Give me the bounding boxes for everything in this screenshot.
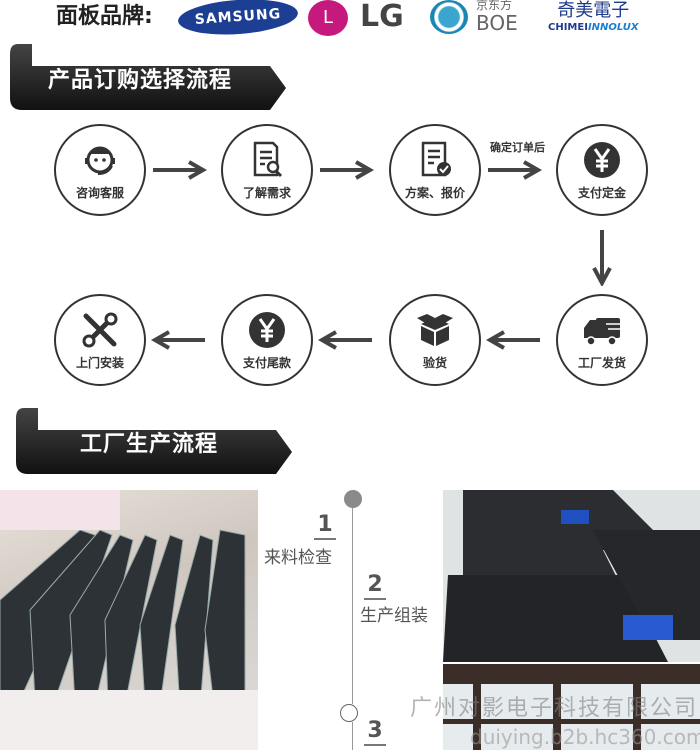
samsung-logo: SAMSUNG: [176, 0, 300, 39]
assembly-photo: [443, 490, 700, 662]
box-icon: [417, 314, 453, 346]
order-step: 支付尾款: [221, 294, 313, 386]
document-search-icon: [253, 141, 283, 178]
order-step-label: 方案、报价: [404, 186, 465, 200]
lg-logo-text: LG: [360, 0, 404, 34]
yen-icon: [249, 312, 285, 348]
timeline-line: [352, 508, 353, 704]
clock-icon: [340, 704, 358, 722]
boe-cn: 京东方: [476, 0, 513, 12]
timeline-step-text: 来料检查: [264, 548, 332, 568]
arrow-right-icon: [153, 160, 207, 180]
boe-logo-icon: [430, 0, 468, 34]
document-check-icon: [421, 141, 451, 177]
order-step: 了解需求: [221, 124, 313, 216]
order-step: 支付定金: [556, 124, 648, 216]
timeline-start-dot: [344, 490, 362, 508]
timeline-line-end: [352, 722, 353, 750]
order-step-label: 工厂发货: [577, 356, 626, 370]
order-step: 上门安装: [54, 294, 146, 386]
order-step: 方案、报价: [389, 124, 481, 216]
timeline-step-number: 3: [364, 718, 386, 746]
order-section-title: 产品订购选择流程: [48, 68, 233, 93]
order-step-label: 支付定金: [577, 186, 626, 200]
order-step-label: 咨询客服: [75, 186, 124, 200]
order-step-label: 支付尾款: [242, 356, 291, 370]
customer-service-icon: [85, 146, 115, 175]
order-step-label: 验货: [422, 356, 447, 370]
order-step: 工厂发货: [556, 294, 648, 386]
arrow-right-icon: [488, 160, 542, 180]
factory-window-photo: [443, 664, 700, 750]
chimei-en-b: INNOLUX: [587, 22, 639, 33]
order-step: 验货: [389, 294, 481, 386]
arrow-left-icon: [486, 330, 540, 350]
order-step: 咨询客服: [54, 124, 146, 216]
panel-brands-label: 面板品牌:: [56, 4, 153, 29]
lg-logo-symbol: L: [308, 0, 348, 36]
order-step-label: 上门安装: [75, 356, 124, 370]
boe-en: BOE: [476, 11, 518, 35]
incoming-inspection-photo: [0, 490, 258, 750]
chimei-cn: 奇美電子: [557, 0, 630, 21]
tools-icon: [82, 312, 118, 348]
watermark-company: 广州对影电子科技有限公司: [410, 696, 699, 721]
production-section-banner: 工厂生产流程: [14, 408, 292, 474]
arrow-down-icon: [592, 230, 612, 286]
order-step-label: 了解需求: [242, 186, 291, 200]
timeline-step-number: 1: [314, 512, 336, 540]
chimei-en-a: CHIMEI: [548, 22, 588, 33]
watermark-url: duiying.b2b.hc360.com: [470, 725, 700, 749]
arrow-left-icon: [151, 330, 205, 350]
arrow-right-icon: [320, 160, 374, 180]
order-section-banner: 产品订购选择流程: [8, 44, 286, 110]
yen-icon: [584, 142, 620, 178]
timeline-step-text: 生产组装: [360, 606, 428, 626]
timeline-step-number: 2: [364, 572, 386, 600]
arrow-left-icon: [318, 330, 372, 350]
order-confirmed-note: 确定订单后: [490, 141, 545, 154]
truck-icon: [584, 318, 620, 346]
production-section-title: 工厂生产流程: [80, 432, 219, 457]
